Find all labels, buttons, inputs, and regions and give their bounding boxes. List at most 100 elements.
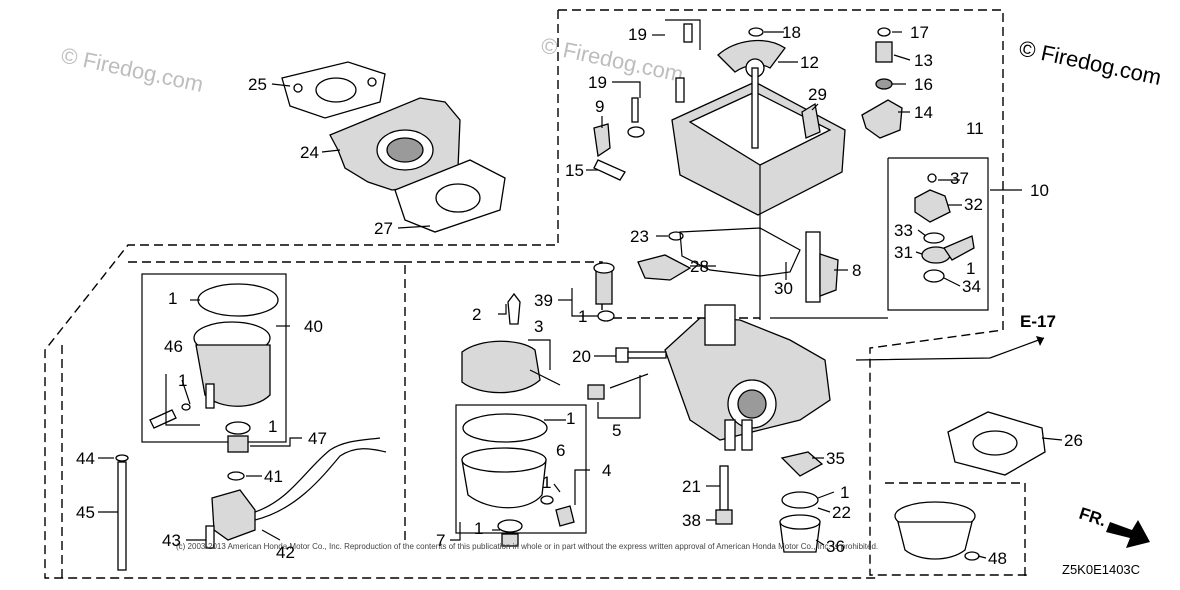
part-13-14-16-17-choke [861, 27, 903, 139]
callout-18: 18 [782, 23, 801, 42]
part-24-insulator [329, 97, 461, 191]
callout-30: 30 [774, 279, 793, 298]
part-20-screw [615, 347, 667, 363]
part-48-float-cup [894, 501, 980, 561]
part-carburetor-body [664, 304, 831, 451]
callout-3: 3 [534, 317, 543, 336]
part-12-throttle-gear [717, 39, 786, 149]
part-8-float [805, 231, 839, 303]
callout-24: 24 [300, 143, 319, 162]
callout-17: 17 [910, 23, 929, 42]
callout-7: 7 [436, 531, 445, 550]
callout-10: 10 [1030, 181, 1049, 200]
watermark-text: © Firedog.com [1017, 35, 1164, 90]
callout-27: 27 [374, 219, 393, 238]
callout-29: 29 [808, 85, 827, 104]
front-direction-arrow: FR. [1077, 504, 1150, 548]
watermark-text: © Firedog.com [539, 32, 686, 87]
callout-28: 28 [690, 257, 709, 276]
callout-42: 42 [276, 543, 295, 562]
bracket-frames [141, 157, 989, 534]
direction-label: FR. [1077, 504, 1109, 531]
callout-1-drain-bowl: 1 [474, 519, 483, 538]
callout-34: 34 [962, 277, 981, 296]
watermark-text: © Firedog.com [59, 42, 206, 97]
callout-13: 13 [914, 51, 933, 70]
callout-1-pilot: 1 [966, 259, 975, 278]
callout-36: 36 [826, 537, 845, 556]
callout-45: 45 [76, 503, 95, 522]
part-23-washer [668, 231, 684, 241]
callout-1-bowl2: 1 [542, 473, 551, 492]
callout-20: 20 [572, 347, 591, 366]
callout-19b: 19 [588, 73, 607, 92]
part-31-32-33-34-37-pilot [914, 173, 975, 283]
callout-23: 23 [630, 227, 649, 246]
callout-46: 46 [164, 337, 183, 356]
callout-1-bowl3: 1 [840, 483, 849, 502]
part-27-gasket [394, 159, 506, 233]
watermarks: © Firedog.com © Firedog.com © Firedog.co… [59, 32, 1164, 97]
callout-1-cup: 1 [168, 289, 177, 308]
part-25-gasket [281, 61, 386, 119]
part-28-lever [637, 254, 692, 281]
callout-31: 31 [894, 243, 913, 262]
callout-39: 39 [534, 291, 553, 310]
callout-41: 41 [264, 467, 283, 486]
copyright-notice: (c) 2003-2013 American Honda Motor Co., … [176, 542, 878, 551]
callout-44: 44 [76, 449, 95, 468]
part-2-3-5-valve [461, 292, 649, 400]
callout-15: 15 [565, 161, 584, 180]
callout-1-drain: 1 [268, 417, 277, 436]
part-44-45-tube [115, 454, 129, 571]
callout-37: 37 [950, 169, 969, 188]
callout-5: 5 [612, 421, 621, 440]
callout-2: 2 [472, 305, 481, 324]
part-19-screws [627, 23, 693, 138]
part-9-15-choke-lever [593, 123, 626, 181]
callout-1-jet: 1 [578, 307, 587, 326]
part-35-22-36-bowl-parts [779, 451, 824, 553]
diagram-code: Z5K0E1403C [1062, 562, 1140, 577]
callout-1-bowl: 1 [566, 409, 575, 428]
callout-14: 14 [914, 103, 933, 122]
callout-4: 4 [602, 461, 611, 480]
callout-35: 35 [826, 449, 845, 468]
callout-48: 48 [988, 549, 1007, 568]
callout-38: 38 [682, 511, 701, 530]
part-21-38-jets [715, 465, 733, 525]
callout-8: 8 [852, 261, 861, 280]
part-26-gasket [947, 411, 1046, 476]
callout-labels: 25 24 27 19 19 9 15 18 12 29 17 13 16 14… [76, 23, 1083, 568]
callout-1-screw: 1 [178, 371, 187, 390]
callout-43: 43 [162, 531, 181, 550]
callout-26: 26 [1064, 431, 1083, 450]
part-29-bracket [801, 102, 821, 139]
callout-21: 21 [682, 477, 701, 496]
callout-25: 25 [248, 75, 267, 94]
part-40-air-cut-valve [193, 283, 279, 409]
callout-6: 6 [556, 441, 565, 460]
reference-label: E-17 [1020, 312, 1056, 331]
callout-19: 19 [628, 25, 647, 44]
part-47-drain [225, 421, 251, 481]
callout-40: 40 [304, 317, 323, 336]
part-4-float-bowl [461, 413, 575, 527]
part-7-drain-washer [497, 519, 523, 547]
part-30-gasket [679, 227, 801, 277]
leader-lines [98, 19, 1063, 559]
part-1-washer [597, 310, 615, 322]
callout-16: 16 [914, 75, 933, 94]
callout-33: 33 [894, 221, 913, 240]
callout-12: 12 [800, 53, 819, 72]
part-46-screw [149, 403, 191, 429]
callout-11: 11 [966, 119, 984, 138]
part-42-cutoff-solenoid [205, 437, 387, 549]
callout-32: 32 [964, 195, 983, 214]
callout-47: 47 [308, 429, 327, 448]
part-18-washer [748, 27, 764, 37]
part-39-jet [593, 262, 615, 305]
callout-22: 22 [832, 503, 851, 522]
callout-9: 9 [595, 97, 604, 116]
